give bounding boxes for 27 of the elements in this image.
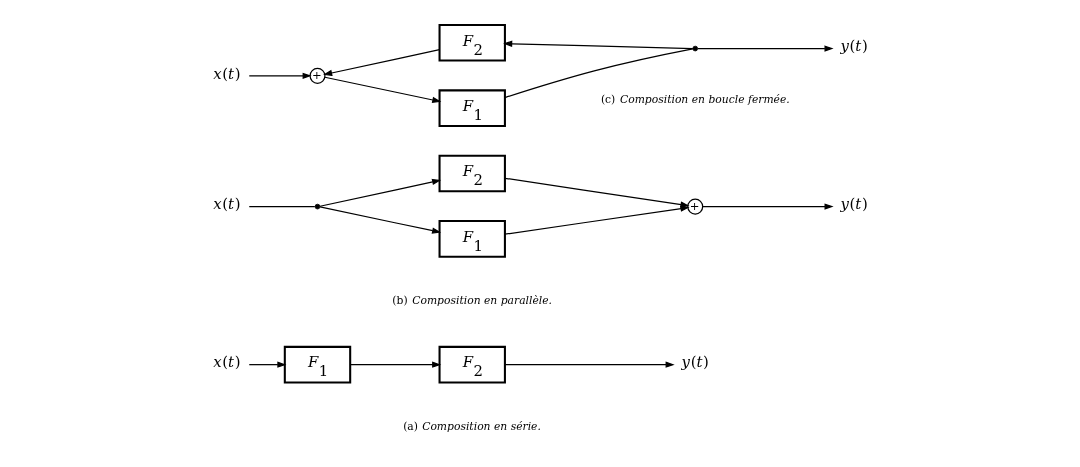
node-text: y(t): [839, 37, 868, 56]
connector: [248, 206, 315, 208]
node-text: x(t): [212, 353, 241, 372]
arrow: [248, 72, 312, 80]
node-circle: [691, 45, 698, 52]
connector: [503, 48, 693, 99]
arrow: [701, 203, 834, 210]
arrow: [318, 178, 441, 207]
node-circle: [314, 203, 320, 210]
node-text: y(t): [839, 195, 868, 214]
arrow: [696, 45, 834, 52]
label: (a) Composition en série.: [402, 419, 541, 433]
arrow: [248, 361, 286, 368]
node-text: x(t): [212, 195, 241, 214]
arrow: [323, 76, 441, 104]
label: (b) Composition en parallèle.: [391, 293, 552, 307]
arrow: [502, 40, 693, 50]
arrow: [349, 361, 441, 368]
arrow: [503, 361, 675, 368]
node-circle: +: [686, 198, 703, 215]
node-text: y(t): [681, 353, 709, 372]
arrow: [322, 49, 440, 77]
arrow: [503, 177, 690, 208]
arrow: [318, 206, 441, 234]
node-text: x(t): [212, 64, 241, 83]
node-circle: +: [308, 67, 326, 84]
label: (c) Composition en boucle fermée.: [600, 92, 790, 106]
